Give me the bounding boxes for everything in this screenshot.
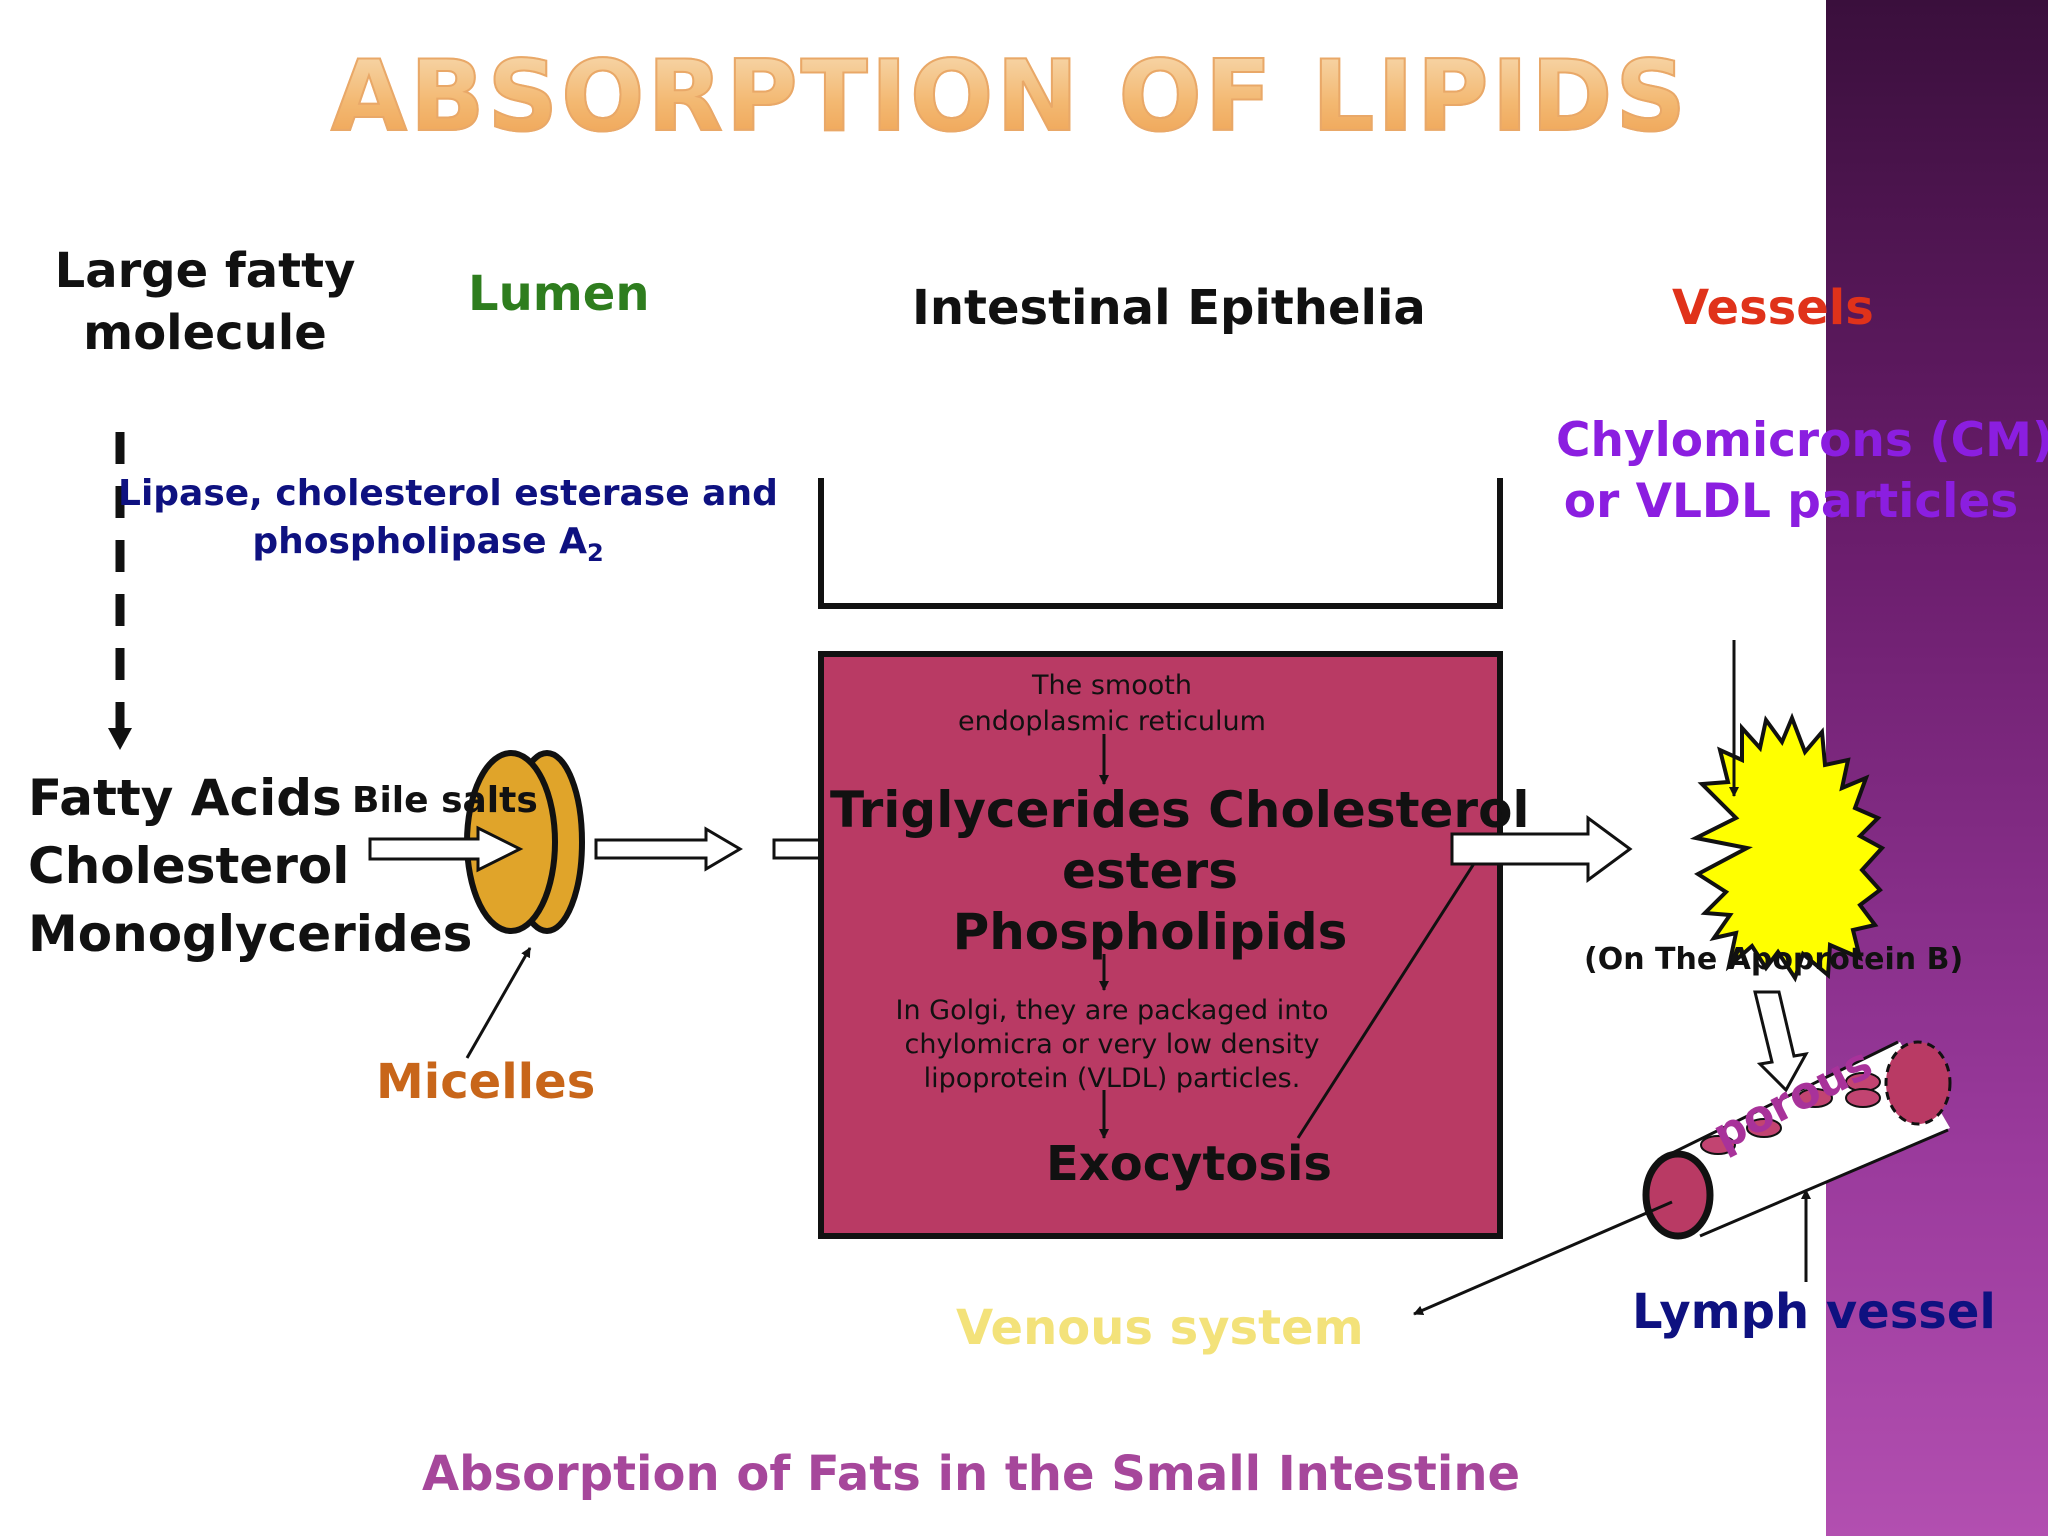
large-fatty-line2: molecule: [83, 305, 327, 361]
vessels-header: Vessels: [1672, 280, 1874, 336]
micelle-shape: [464, 750, 585, 934]
decorative-sidebar: [1826, 0, 2048, 1536]
golgi-line2: chylomicra or very low density: [904, 1029, 1320, 1060]
cell-products-line3: Phospholipids: [952, 903, 1348, 961]
epithelia-bracket: [818, 478, 1503, 609]
enzymes-subscript: 2: [586, 539, 604, 568]
enzymes-label: Lipase, cholesterol esterase and phospho…: [118, 470, 778, 577]
enzymes-line2: phospholipase A2: [118, 518, 738, 577]
chylomicron-burst: [1689, 712, 1886, 983]
exit-arrow: [1450, 815, 1633, 883]
lymph-entry-arrow: [1753, 990, 1809, 1093]
large-fatty-line1: Large fatty: [54, 243, 356, 299]
bile-salts-label: Bile salts: [352, 780, 538, 821]
micelles-label: Micelles: [376, 1054, 596, 1110]
golgi-line1: In Golgi, they are packaged into: [895, 995, 1329, 1026]
digestion-products: Fatty Acids Cholesterol Monoglycerides: [28, 764, 472, 968]
figure-caption: Absorption of Fats in the Small Intestin…: [422, 1446, 1521, 1502]
er-line1: The smooth: [1032, 670, 1192, 701]
micelle-arrow: [368, 825, 524, 873]
exocytosis-label: Exocytosis: [1046, 1136, 1332, 1192]
epithelia-header: Intestinal Epithelia: [912, 280, 1426, 336]
lumen-arrow: [594, 826, 743, 872]
product-cholesterol: Cholesterol: [28, 837, 350, 895]
chylomicrons-line1: Chylomicrons (CM): [1556, 413, 2048, 468]
exocytosis-exit-arrow: [1296, 847, 1486, 1139]
golgi-line3: lipoprotein (VLDL) particles.: [923, 1063, 1301, 1094]
digestion-arrow: [108, 432, 132, 750]
product-monoglycerides: Monoglycerides: [28, 905, 473, 963]
cell-products-line2: esters: [1062, 842, 1238, 900]
lumen-header: Lumen: [468, 266, 650, 322]
lymph-vessel-label: Lymph vessel: [1632, 1284, 1996, 1340]
large-fatty-header: Large fatty molecule: [50, 240, 360, 364]
micelles-pointer: [465, 947, 532, 1059]
cell-products: Triglycerides Cholesterol esters Phospho…: [830, 780, 1530, 963]
chylomicrons-label: Chylomicrons (CM) or VLDL particles: [1556, 410, 2048, 532]
er-line2: endoplasmic reticulum: [958, 706, 1266, 737]
enzymes-line2-text: phospholipase A: [252, 521, 587, 562]
er-label: The smooth endoplasmic reticulum: [870, 668, 1354, 740]
page-title: ABSORPTION OF LIPIDS: [0, 39, 2020, 155]
epithelial-cell: [818, 651, 1503, 1239]
lymph-vessel-tube: [1642, 1040, 1952, 1240]
cell-products-line1: Triglycerides Cholesterol: [830, 781, 1530, 839]
apoprotein-label: (On The Apoprotein B): [1584, 942, 1964, 977]
product-fatty-acids: Fatty Acids: [28, 769, 342, 827]
enzymes-line1: Lipase, cholesterol esterase and: [118, 473, 778, 514]
venous-system-label: Venous system: [956, 1300, 1364, 1356]
chylomicrons-line2: or VLDL particles: [1563, 474, 2019, 529]
venous-arrow: [1413, 1200, 1673, 1316]
golgi-label: In Golgi, they are packaged into chylomi…: [850, 994, 1374, 1096]
